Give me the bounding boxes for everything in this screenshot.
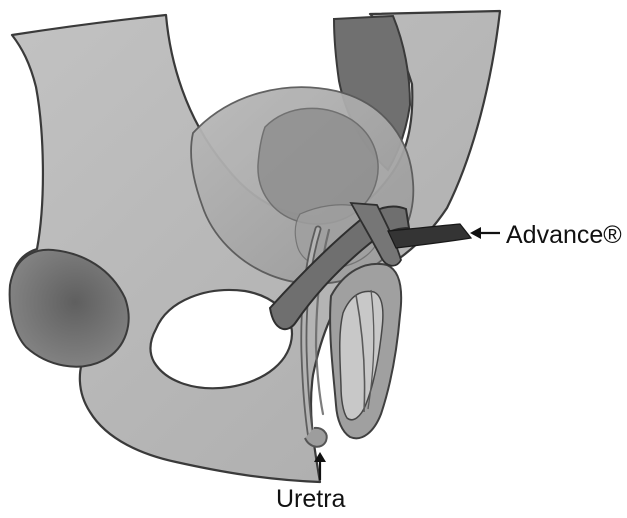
- advance-label: Advance®: [506, 221, 622, 249]
- penile-structure: [330, 264, 401, 438]
- urethra-label: Uretra: [276, 485, 346, 513]
- advance-callout: Advance®: [470, 221, 622, 249]
